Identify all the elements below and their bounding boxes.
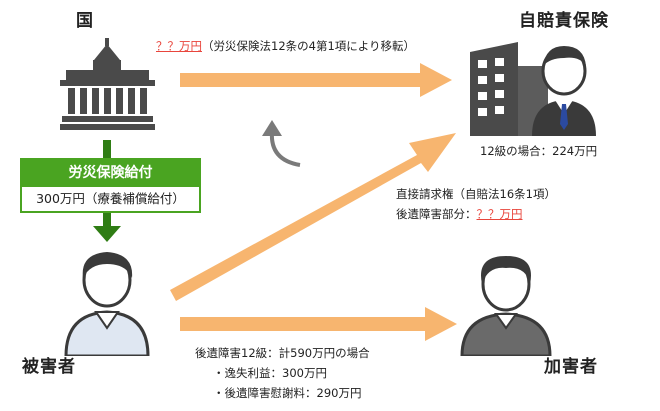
- damages-line1: 後遺障害12級：計590万円の場合: [195, 346, 370, 360]
- country-label: 国: [76, 11, 94, 31]
- rosai-benefit-amount: 300万円（療養補償給付）: [36, 191, 185, 206]
- direct-claim-amount: ？？万円: [476, 207, 523, 221]
- direct-claim-line1: 直接請求権（自賠法16条1項）: [396, 187, 556, 201]
- jibaiseki-label: 自賠責保険: [519, 11, 609, 31]
- arrow-country-to-jibaiseki: [180, 63, 452, 97]
- damages-line3: ・後遺障害慰謝料：290万円: [213, 386, 362, 400]
- direct-claim-line2: 後遺障害部分：？？万円: [396, 206, 523, 222]
- green-arrow-shaft-bottom: [103, 213, 111, 227]
- green-arrow-shaft-top: [103, 140, 111, 158]
- perpetrator-person-icon: [460, 256, 552, 356]
- arrow-victim-to-jibaiseki: [170, 133, 456, 301]
- arrow-victim-to-perpetrator: [180, 307, 457, 341]
- rosai-benefit-box: 労災保険給付 300万円（療養補償給付）: [20, 158, 201, 213]
- curved-return-arrowhead: [262, 120, 282, 136]
- damages-line2: ・逸失利益：300万円: [213, 366, 327, 380]
- government-building-icon: [60, 38, 155, 130]
- curved-return-arrow: [269, 131, 301, 167]
- direct-claim-prefix: 後遺障害部分：: [396, 207, 477, 221]
- perpetrator-label: 加害者: [544, 357, 598, 377]
- transfer-description: （労災保険法12条の4第1項により移転）: [202, 39, 416, 53]
- transfer-amount: ？？万円: [156, 39, 202, 53]
- victim-label: 被害者: [22, 357, 76, 377]
- victim-person-icon: [64, 252, 150, 356]
- rosai-benefit-title: 労災保険給付: [22, 160, 199, 187]
- green-arrowhead: [93, 226, 121, 242]
- jibaiseki-note: 12級の場合：224万円: [480, 144, 598, 158]
- insurance-company-icon: [470, 42, 596, 136]
- transfer-label: ？？万円（労災保険法12条の4第1項により移転）: [156, 38, 415, 54]
